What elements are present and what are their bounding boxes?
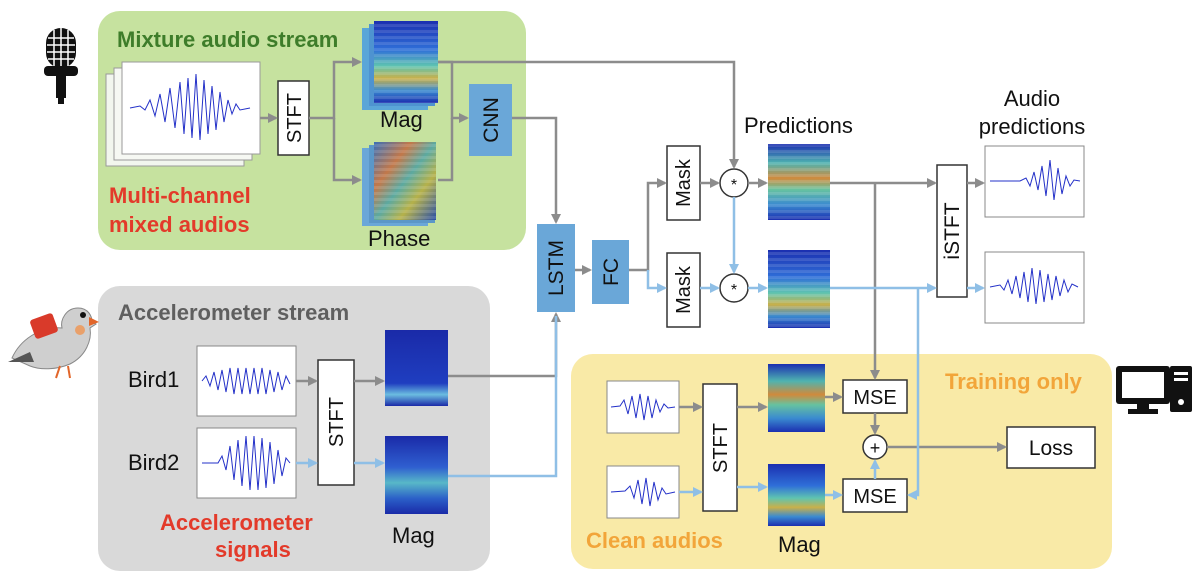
fc-block <box>592 240 629 304</box>
clean-stft-label: STFT <box>710 423 732 473</box>
audio-prediction-waveform-bottom <box>984 251 1085 324</box>
mse-label-top: MSE <box>853 387 896 409</box>
istft-block <box>936 164 968 298</box>
mixture-mag-label: Mag <box>380 107 423 132</box>
bird1-label: Bird1 <box>128 367 179 392</box>
training-panel-subtitle: Clean audios <box>586 528 723 553</box>
mixture-panel-subtitle-2: mixed audios <box>109 212 250 237</box>
fc-label: FC <box>600 258 623 286</box>
clean-audio-waveform-top <box>606 380 680 434</box>
mixture-stft-label: STFT <box>284 93 306 143</box>
sum-symbol: + <box>870 438 881 458</box>
lstm-label: LSTM <box>545 240 568 296</box>
mask-label-top: Mask <box>673 158 695 207</box>
accel-mag-label: Mag <box>392 523 435 548</box>
bird2-label: Bird2 <box>128 450 179 475</box>
mask-label-bottom: Mask <box>673 265 695 314</box>
gray-connectors <box>260 57 1007 452</box>
audio-predictions-label-2: predictions <box>979 114 1085 139</box>
mse-label-bottom: MSE <box>853 486 896 508</box>
bird2-mag-spectrogram <box>385 436 448 514</box>
computer-icon <box>1116 366 1192 414</box>
cnn-label: CNN <box>480 97 503 143</box>
mixture-panel-title: Mixture audio stream <box>117 27 338 52</box>
prediction-spectrogram-top <box>768 144 830 220</box>
mixture-mag-spectrogram <box>362 21 438 110</box>
accel-panel-subtitle-2: signals <box>215 537 291 562</box>
mse-block-top <box>842 379 908 414</box>
blue-connectors <box>296 197 985 500</box>
clean-audio-waveform-bottom <box>606 465 680 519</box>
bird2-waveform <box>196 427 297 499</box>
lstm-block <box>537 224 575 312</box>
clean-mag-spectrogram-top <box>768 364 825 432</box>
bird1-mag-spectrogram <box>385 330 448 406</box>
mask-block-bottom <box>666 252 701 328</box>
multiply-symbol-top: * <box>731 177 737 194</box>
prediction-spectrogram-bottom <box>768 250 830 328</box>
loss-label: Loss <box>1029 437 1073 460</box>
phase-label: Phase <box>368 226 430 251</box>
accel-panel-title: Accelerometer stream <box>118 300 349 325</box>
cnn-block <box>469 84 512 156</box>
audio-predictions-label-1: Audio <box>1004 86 1060 111</box>
microphone-icon <box>44 28 78 104</box>
mixture-panel-subtitle-1: Multi-channel <box>109 183 251 208</box>
predictions-label: Predictions <box>744 113 853 138</box>
bird-icon <box>8 307 99 379</box>
clean-mag-spectrogram-bottom <box>768 464 825 526</box>
multiply-symbol-bottom: * <box>731 282 737 299</box>
clean-mag-label: Mag <box>778 532 821 557</box>
training-panel-title: Training only <box>945 369 1083 394</box>
accel-panel-subtitle-1: Accelerometer <box>160 510 313 535</box>
clean-stft-block <box>702 383 738 512</box>
istft-label: iSTFT <box>941 202 964 259</box>
accel-stft-label: STFT <box>326 397 348 447</box>
phase-spectrogram <box>362 142 436 226</box>
loss-block <box>1006 426 1096 469</box>
mse-block-bottom <box>842 478 908 513</box>
bird1-waveform <box>196 345 297 417</box>
accel-stft-block <box>317 359 355 486</box>
audio-prediction-waveform-top <box>984 145 1085 218</box>
mixed-waveform <box>129 73 251 141</box>
mixed-audio-stack <box>105 61 261 167</box>
mixture-stft-block <box>277 80 310 156</box>
